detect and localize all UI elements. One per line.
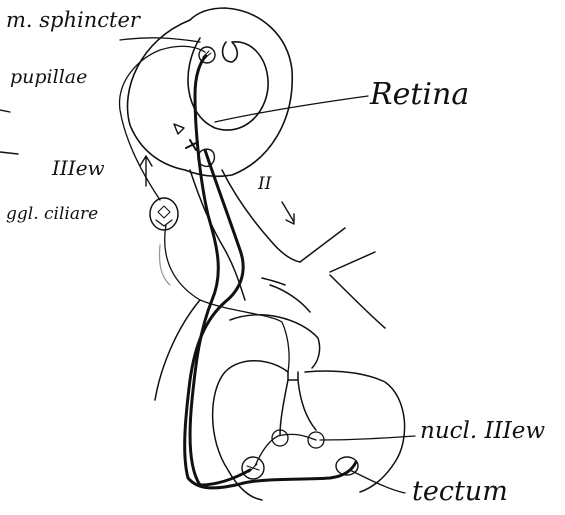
down-arrow-icon <box>282 202 294 224</box>
chiasm-right-lower <box>330 275 385 328</box>
midbrain-midline-left <box>280 380 288 435</box>
afferent-pathway <box>185 150 356 488</box>
pupillae-label: pupillae <box>10 68 87 87</box>
chiasm-left-upper <box>262 278 285 285</box>
chiasm-upper-right <box>300 228 345 262</box>
sphincter-label: m. sphincter <box>6 10 140 31</box>
retina-label: Retina <box>370 80 469 110</box>
chiasm-lower-right <box>330 252 375 272</box>
aqueduct <box>288 372 298 380</box>
ciliary-ganglion <box>150 198 178 230</box>
ciliary-ganglion-mark <box>156 220 172 226</box>
nucl-connector <box>320 436 415 440</box>
tectum-label: tectum <box>412 478 508 505</box>
pencil-fiber <box>159 245 170 285</box>
oculomotor-ew-label: IIIew <box>52 158 105 178</box>
pretectal-to-nucleus <box>255 434 316 466</box>
sphincter-connector <box>120 38 200 42</box>
cells <box>150 47 358 479</box>
optic-nerve-label: II <box>258 176 271 193</box>
chiasm-left-lower <box>270 285 310 312</box>
ciliary-ganglion-label: ggl. ciliare <box>6 206 98 223</box>
retinal-cell <box>174 124 184 134</box>
eyeball <box>128 8 293 176</box>
left-margin-bracket <box>0 110 10 112</box>
midbrain-upper-arc <box>230 315 320 368</box>
retina-pointer-line <box>215 96 368 122</box>
midbrain-midline-right <box>298 380 316 430</box>
ciliary-ganglion-soma <box>158 206 170 218</box>
left-margin-tick <box>0 152 18 154</box>
nucl-label: nucl. IIIew <box>420 420 545 443</box>
midbrain-right-lobe <box>305 371 405 492</box>
